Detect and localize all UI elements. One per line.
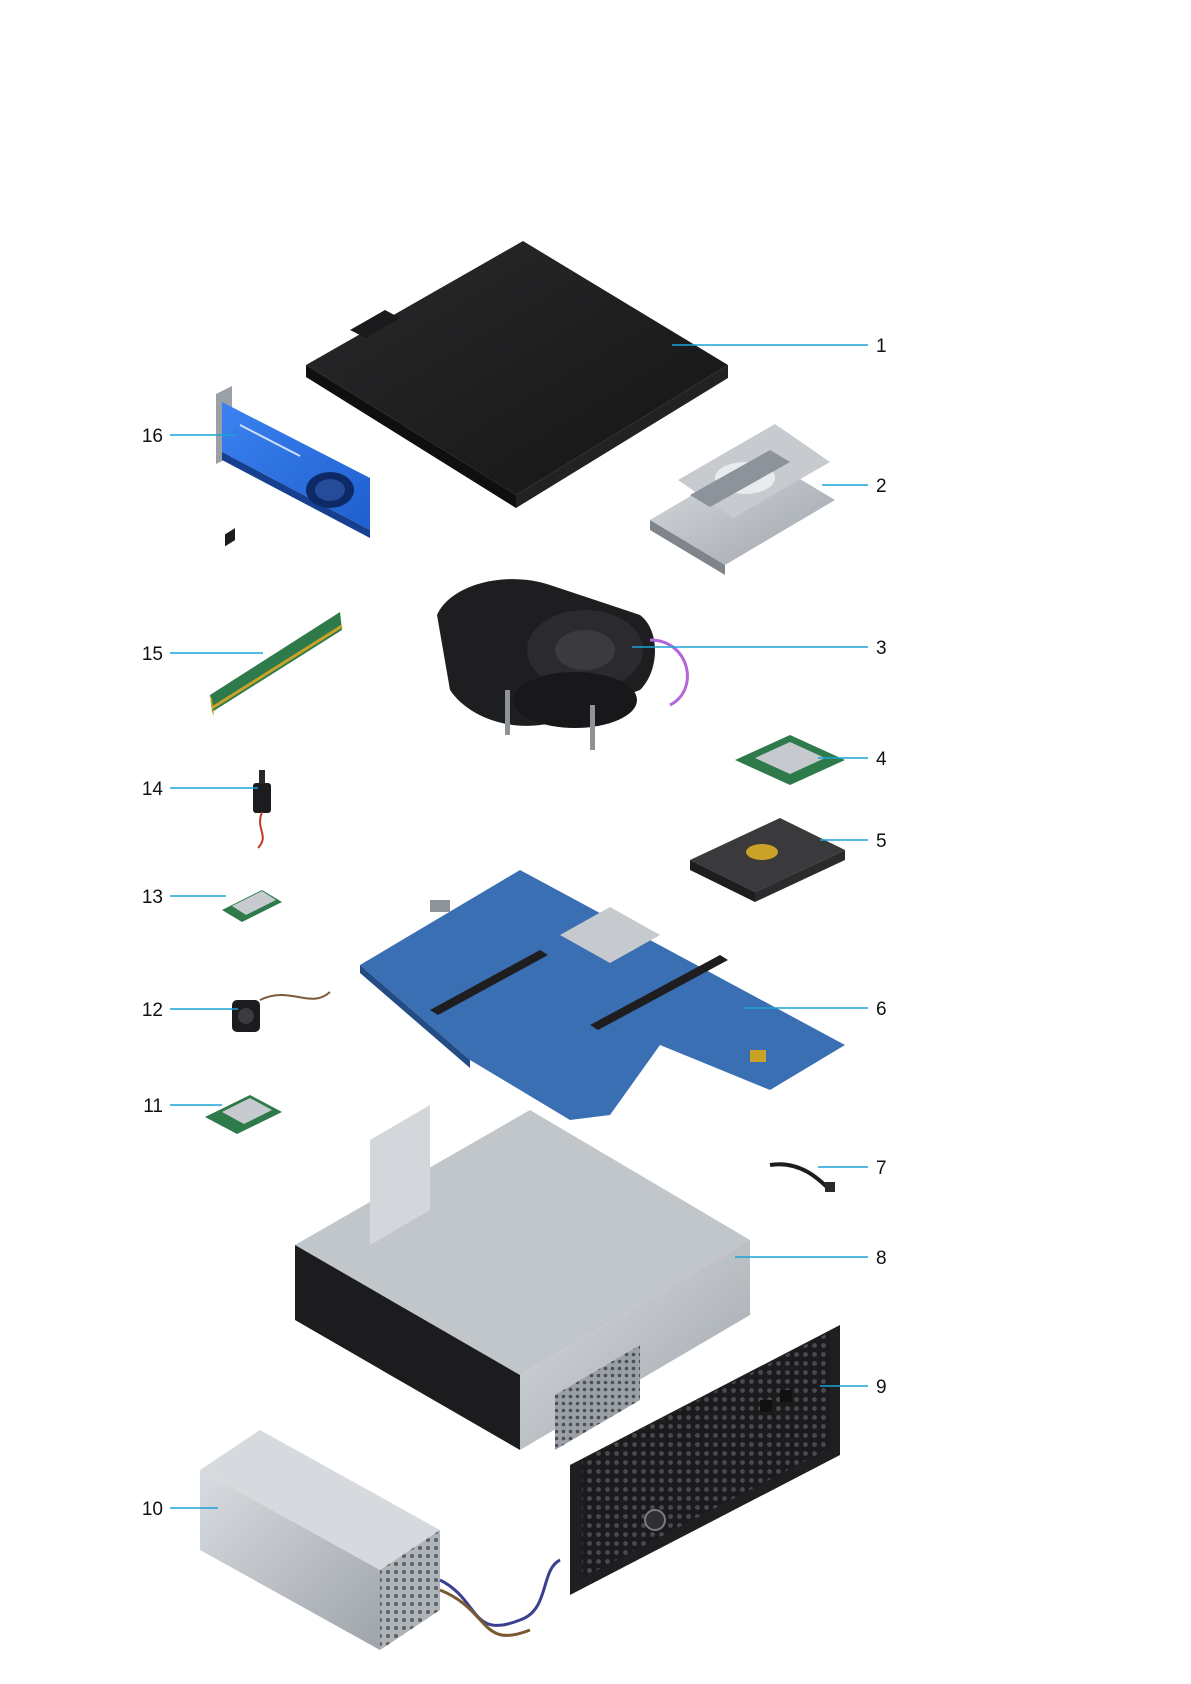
graphics-card-part [216,386,370,538]
callout-number-14: 14 [142,779,164,800]
system-board-part [360,870,845,1120]
callout-number-4: 4 [876,749,887,770]
callout-number-8: 8 [876,1248,887,1269]
power-supply-part [200,1430,560,1650]
callout-number-3: 3 [876,638,887,659]
coin-cell-battery-part [253,770,271,848]
speaker-part [232,992,330,1032]
side-cover-part [306,241,728,508]
callout-15: 15 [142,644,263,665]
ssd-part [205,1095,282,1134]
callout-number-1: 1 [876,336,887,357]
callout-8: 8 [735,1248,887,1269]
callout-14: 14 [142,779,258,800]
optical-drive-part [690,818,845,902]
callout-number-13: 13 [142,887,163,908]
memory-module-part [210,528,342,716]
callout-number-10: 10 [142,1499,163,1520]
chassis-part [295,1105,750,1450]
callout-number-9: 9 [876,1377,887,1398]
callout-number-5: 5 [876,831,887,852]
callout-3: 3 [632,638,887,659]
callout-number-15: 15 [142,644,163,665]
callout-12: 12 [142,1000,238,1021]
callout-number-12: 12 [142,1000,163,1021]
callout-number-16: 16 [142,426,163,447]
hard-drive-caddy-part [650,424,835,575]
power-button-cable-part [770,1164,835,1192]
callout-2: 2 [822,476,887,497]
callout-13: 13 [142,887,226,908]
callout-11: 11 [143,1096,222,1117]
wlan-card-part [222,890,282,922]
callout-number-7: 7 [876,1158,887,1179]
callout-number-11: 11 [143,1096,163,1117]
processor-fan-heatsink-part [437,579,687,750]
callout-7: 7 [818,1158,887,1179]
callout-number-6: 6 [876,999,887,1020]
processor-part [735,735,845,785]
callout-number-2: 2 [876,476,887,497]
